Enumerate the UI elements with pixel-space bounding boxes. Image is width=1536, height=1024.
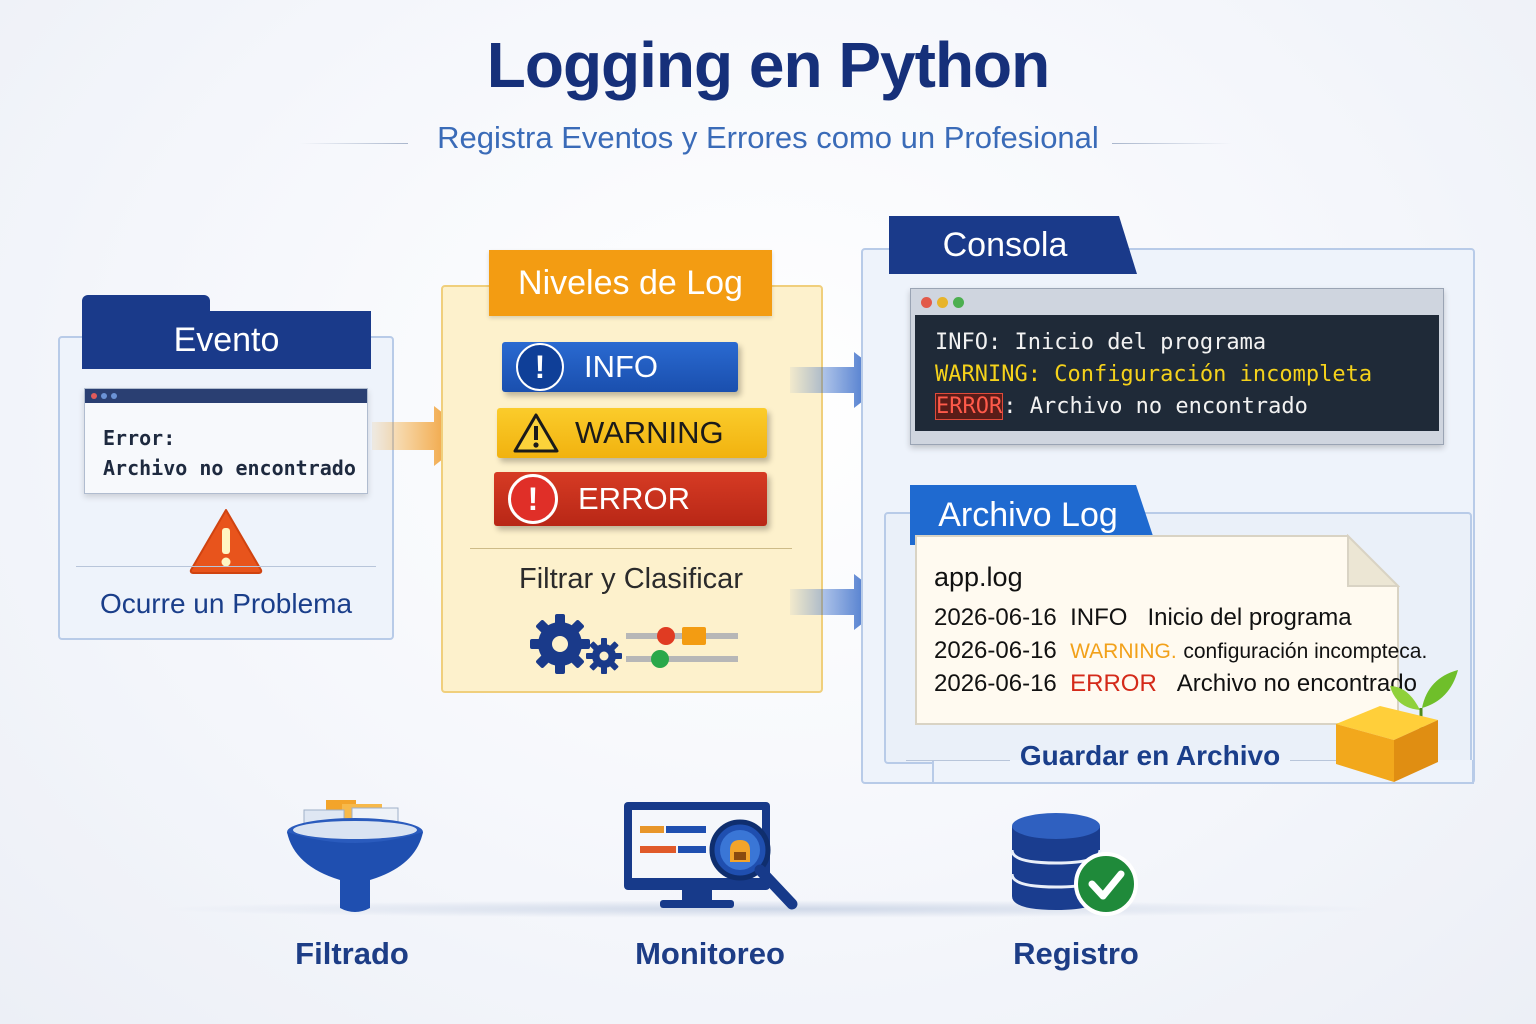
console-line-info: INFO: Inicio del programa — [935, 327, 1439, 359]
log-line-error: 2026-06-16 ERROR Archivo no encontrado — [934, 670, 1417, 698]
console-line-error: ERROR: Archivo no encontrado — [935, 391, 1439, 423]
log-level-info: INFO — [1070, 604, 1128, 631]
database-icon — [1010, 813, 1138, 916]
error-window-titlebar — [85, 389, 367, 403]
archivo-tab: Archivo Log — [938, 495, 1118, 534]
window-dot — [111, 393, 117, 399]
subtitle-divider-left — [300, 143, 408, 144]
log-message: configuración incompteca. — [1183, 640, 1428, 663]
level-warning-badge: WARNING — [497, 408, 767, 458]
log-date: 2026-06-16 — [934, 637, 1057, 664]
console-message-error: : Archivo no encontrado — [1003, 394, 1308, 419]
page-subtitle: Registra Eventos y Errores como un Profe… — [437, 120, 1099, 155]
log-message: Inicio del programa — [1147, 604, 1352, 631]
log-level-warning: WARNING. — [1070, 640, 1177, 663]
funnel-icon — [287, 800, 423, 912]
consola-tab: Consola — [942, 225, 1068, 264]
page-title: Logging en Python — [486, 29, 1050, 101]
info-icon: ! — [516, 343, 564, 391]
niveles-tab: Niveles de Log — [489, 250, 772, 316]
warning-icon — [513, 413, 559, 453]
log-line-warning: 2026-06-16 WARNING. configuración incomp… — [934, 637, 1427, 665]
footer-registro-label: Registro — [1013, 936, 1139, 971]
console-line-warning: WARNING: Configuración incompleta — [935, 359, 1439, 391]
error-line-2: Archivo no encontrado — [103, 456, 356, 480]
log-document — [915, 534, 1400, 725]
error-line-1: Error: — [103, 426, 176, 450]
storage-box-icon — [1336, 670, 1458, 782]
console-maximize-dot — [953, 296, 964, 308]
archivo-tab-shape — [910, 485, 1156, 545]
console-level-error: ERROR — [935, 393, 1004, 420]
log-line-info: 2026-06-16 INFO Inicio del programa — [934, 604, 1352, 632]
footer-monitoreo-label: Monitoreo — [635, 936, 785, 971]
console-level-warning: WARNING — [935, 362, 1028, 387]
evento-folder-tab — [82, 295, 210, 315]
log-level-error: ERROR — [1070, 670, 1157, 697]
subtitle-divider-right — [1112, 143, 1232, 144]
archivo-divider-right — [1290, 760, 1340, 761]
evento-divider — [76, 566, 376, 567]
monitor-icon — [624, 802, 798, 910]
console-output: INFO: Inicio del programa WARNING: Confi… — [915, 315, 1439, 431]
error-window: Error: Archivo no encontrado — [84, 388, 368, 494]
window-dot — [101, 393, 107, 399]
window-close-dot — [91, 393, 97, 399]
niveles-divider — [470, 548, 792, 549]
level-warning-label: WARNING — [575, 415, 724, 450]
level-error-badge: ! ERROR — [494, 472, 767, 526]
log-message: Archivo no encontrado — [1176, 670, 1417, 697]
level-info-label: INFO — [584, 349, 659, 384]
console-titlebar — [911, 289, 1443, 315]
sliders-icon — [626, 627, 738, 668]
console-window: INFO: Inicio del programa WARNING: Confi… — [910, 288, 1444, 445]
error-icon: ! — [508, 474, 558, 524]
level-info-badge: ! INFO — [502, 342, 738, 392]
evento-tab: Evento — [82, 311, 371, 369]
console-level-info: INFO — [935, 330, 988, 355]
console-close-dot — [921, 296, 932, 308]
log-filename: app.log — [934, 562, 1023, 592]
level-error-label: ERROR — [578, 481, 690, 516]
niveles-caption: Filtrar y Clasificar — [519, 563, 743, 595]
footer-filtrado-label: Filtrado — [295, 936, 409, 971]
console-message-warning: : Configuración incompleta — [1027, 362, 1373, 387]
consola-tab-shape — [889, 216, 1137, 274]
log-date: 2026-06-16 — [934, 670, 1057, 697]
log-date: 2026-06-16 — [934, 604, 1057, 631]
archivo-divider-left — [906, 760, 1010, 761]
warning-triangle-icon — [189, 509, 263, 574]
console-minimize-dot — [937, 296, 948, 308]
evento-caption: Ocurre un Problema — [99, 588, 353, 619]
archivo-caption: Guardar en Archivo — [1019, 740, 1281, 771]
console-message-info: : Inicio del programa — [987, 330, 1267, 355]
gears-icon — [530, 614, 622, 674]
